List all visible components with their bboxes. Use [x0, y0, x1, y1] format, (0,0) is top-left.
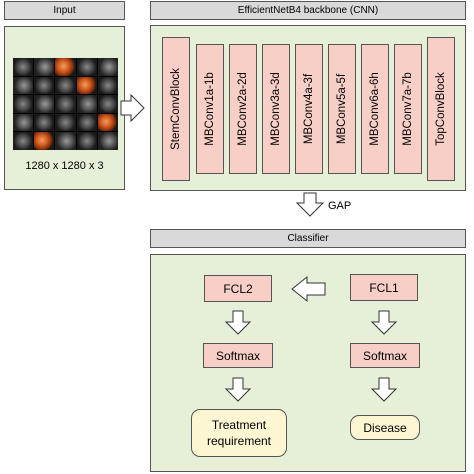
mbconv-6-block: MBConv6a-6h	[361, 44, 389, 174]
oct-scan-tile	[13, 113, 34, 132]
arrow-fcl2-to-softmax	[224, 310, 252, 335]
softmax-left-box: Softmax	[203, 343, 273, 368]
oct-scan-tile	[76, 132, 97, 150]
arrow-fcl1-to-softmax	[370, 310, 398, 335]
oct-scan-tile	[55, 113, 76, 132]
fundus-photo-tile	[55, 58, 76, 76]
oct-scan-tile	[76, 95, 97, 113]
fundus-image-mosaic	[13, 58, 118, 150]
fundus-photo-tile	[34, 132, 55, 150]
oct-scan-tile	[13, 95, 34, 113]
oct-scan-tile	[34, 113, 55, 132]
oct-scan-tile	[34, 95, 55, 113]
fundus-photo-tile	[76, 76, 97, 95]
oct-scan-tile	[13, 58, 34, 76]
oct-scan-tile	[13, 76, 34, 95]
oct-scan-tile	[34, 58, 55, 76]
mbconv-1-block: MBConv1a-1b	[196, 44, 224, 174]
oct-scan-tile	[97, 95, 118, 113]
classifier-header: Classifier	[150, 229, 466, 248]
oct-scan-tile	[55, 76, 76, 95]
oct-scan-tile	[97, 58, 118, 76]
input-header: Input	[4, 1, 125, 20]
mbconv-4-block: MBConv4a-3f	[295, 44, 323, 174]
mbconv-2-block: MBConv2a-2d	[229, 44, 257, 174]
oct-scan-tile	[97, 132, 118, 150]
oct-scan-tile	[55, 132, 76, 150]
arrow-input-to-backbone	[120, 93, 145, 123]
disease-output: Disease	[350, 415, 420, 440]
oct-scan-tile	[55, 95, 76, 113]
mbconv-5-block: MBConv5a-5f	[328, 44, 356, 174]
oct-scan-tile	[13, 132, 34, 150]
oct-scan-tile	[34, 76, 55, 95]
stem-conv-block: StemConvBlock	[162, 37, 190, 181]
oct-scan-tile	[76, 58, 97, 76]
arrow-fcl1-to-fcl2	[291, 275, 326, 303]
fundus-photo-tile	[97, 113, 118, 132]
treatment-requirement-output: Treatment requirement	[191, 409, 287, 457]
fcl2-box: FCL2	[204, 275, 272, 302]
input-size-caption: 1280 x 1280 x 3	[25, 160, 104, 172]
gap-label: GAP	[328, 200, 352, 212]
arrow-softmax-to-treatment	[224, 377, 252, 402]
mbconv-3-block: MBConv3a-3d	[262, 44, 290, 174]
mbconv-7-block: MBConv7a-7b	[394, 44, 422, 174]
backbone-header: EfficientNetB4 backbone (CNN)	[150, 1, 466, 20]
oct-scan-tile	[97, 76, 118, 95]
softmax-right-box: Softmax	[350, 343, 420, 368]
arrow-softmax-to-disease	[370, 377, 398, 402]
fcl1-box: FCL1	[350, 274, 418, 301]
top-conv-block: TopConvBlock	[427, 37, 455, 181]
arrow-gap	[295, 192, 325, 217]
oct-scan-tile	[76, 113, 97, 132]
